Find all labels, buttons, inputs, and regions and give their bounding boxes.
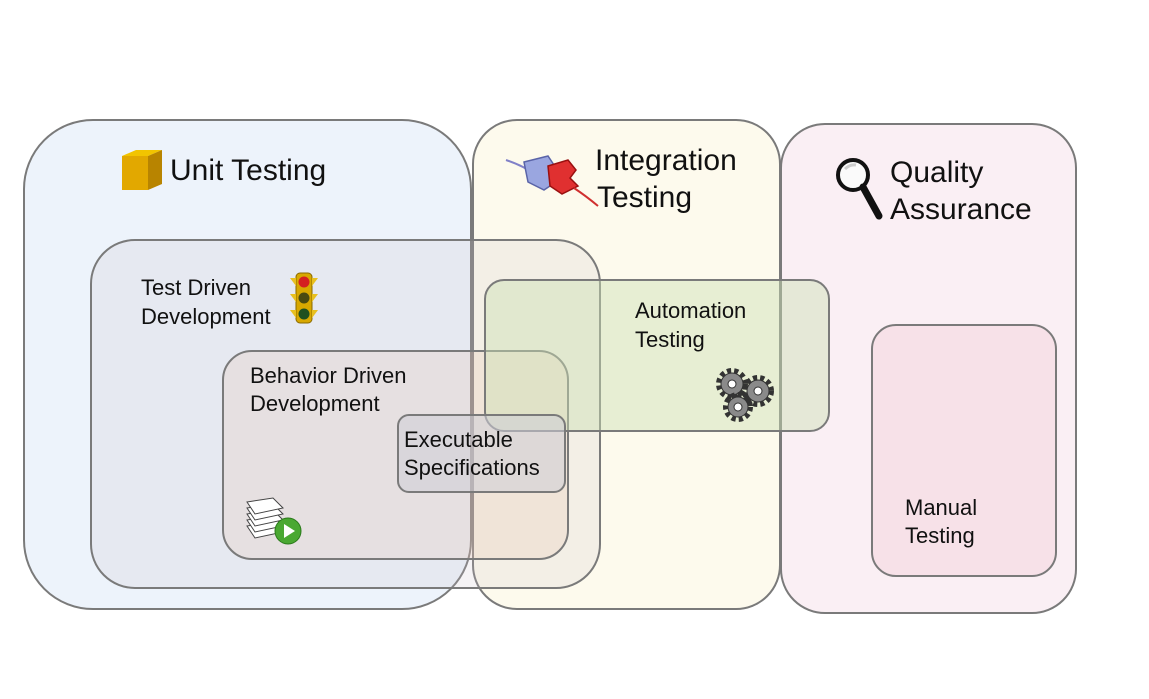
manual-testing-label-line2: Testing: [905, 523, 975, 548]
integration-testing-region: [472, 119, 781, 610]
automation-testing-region: [484, 279, 830, 432]
puzzle-pieces-icon: [505, 155, 599, 207]
bdd-label-line2: Development: [250, 391, 380, 416]
traffic-light-icon: [290, 272, 318, 324]
magnifying-glass-icon: [836, 158, 883, 220]
cube-icon: [122, 150, 162, 190]
automation-testing-label-line2: Testing: [635, 327, 705, 352]
integration-testing-label-line2: Testing: [597, 181, 693, 214]
document-play-icon: [246, 497, 302, 545]
executable-specifications-region: [397, 414, 566, 493]
gears-icon: [716, 368, 774, 422]
manual-testing-label-line1: Manual: [905, 495, 978, 520]
manual-testing-region: [871, 324, 1057, 577]
executable-specifications-label-line2: Specifications: [404, 455, 540, 480]
quality-assurance-label-line2: Assurance: [890, 193, 1032, 226]
tdd-label-line2: Development: [141, 304, 271, 329]
unit-testing-label: Unit Testing: [170, 154, 327, 187]
integration-testing-label-line1: Integration: [595, 144, 737, 177]
tdd-label-line1: Test Driven: [141, 275, 252, 300]
quality-assurance-label-line1: Quality: [890, 156, 984, 189]
bdd-label-line1: Behavior Driven: [250, 363, 407, 388]
automation-testing-label-line1: Automation: [635, 298, 747, 323]
executable-specifications-label-line1: Executable: [404, 427, 513, 452]
